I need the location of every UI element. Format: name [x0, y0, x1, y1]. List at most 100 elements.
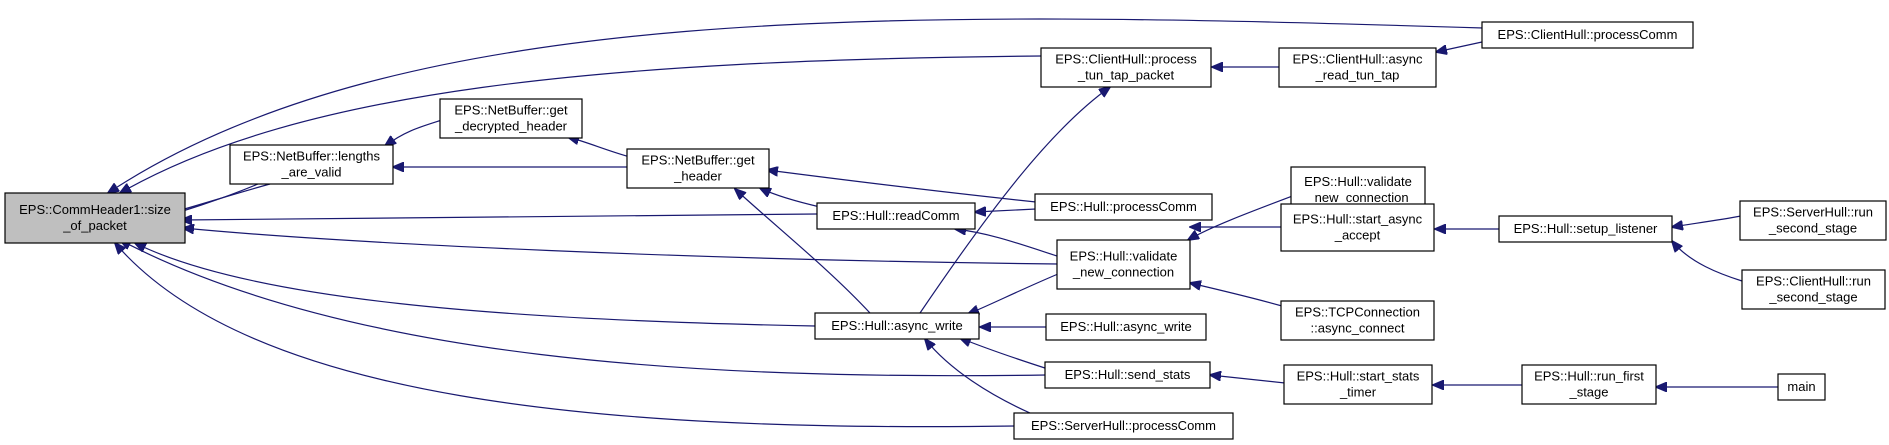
node-ch_ptt[interactable]: EPS::ClientHull::process_tun_tap_packet — [1040, 47, 1212, 88]
edge-h_vnc-to-root — [183, 228, 1059, 265]
node-tcp_ac[interactable]: EPS::TCPConnection::async_connect — [1280, 300, 1435, 341]
edge-h_ss-to-root — [120, 240, 1047, 377]
node-label-line: _second_stage — [1768, 290, 1857, 305]
node-box — [626, 148, 770, 189]
node-box — [1040, 47, 1212, 88]
node-h_pc[interactable]: EPS::Hull::processComm — [1034, 193, 1213, 221]
edge-sh_rss-to-h_sl — [1672, 215, 1742, 227]
node-box — [4, 192, 186, 244]
node-gethdr[interactable]: EPS::NetBuffer::get_header — [626, 148, 770, 189]
node-sh_rss[interactable]: EPS::ServerHull::run_second_stage — [1739, 200, 1887, 241]
node-h_saa[interactable]: EPS::Hull::start_async_accept — [1280, 203, 1435, 252]
edge-sh_pc-to-h_aw — [925, 339, 1031, 414]
node-box — [1056, 239, 1191, 290]
node-box — [1481, 21, 1694, 49]
edge-ch_rss-to-h_sl — [1672, 241, 1743, 282]
node-label-line: EPS::Hull::async_write — [831, 318, 963, 333]
node-label-line: _header — [673, 169, 722, 184]
node-label-line: EPS::ClientHull::run — [1756, 274, 1871, 289]
node-ch_rss[interactable]: EPS::ClientHull::run_second_stage — [1741, 269, 1886, 310]
node-label-line: EPS::NetBuffer::get — [454, 103, 568, 118]
node-label-line: EPS::Hull::send_stats — [1065, 367, 1191, 382]
node-root[interactable]: EPS::CommHeader1::size_of_packet — [4, 192, 186, 244]
edge-ch_pc-to-ch_art — [1436, 41, 1483, 52]
nodes: EPS::CommHeader1::size_of_packet EPS::Net… — [4, 21, 1887, 440]
node-label-line: _second_stage — [1768, 221, 1857, 236]
edge-h_ss-to-h_aw — [960, 338, 1049, 370]
node-getdec[interactable]: EPS::NetBuffer::get_decrypted_header — [439, 98, 583, 139]
node-label-line: _read_tun_tap — [1315, 68, 1400, 83]
edge-h_pc-to-gethdr — [767, 170, 1037, 203]
node-box — [1741, 269, 1886, 310]
edge-h_aw-to-gethdr — [735, 189, 871, 314]
node-h_ss[interactable]: EPS::Hull::send_stats — [1044, 361, 1211, 389]
node-label-line: EPS::CommHeader1::size — [19, 202, 171, 217]
node-label-line: EPS::Hull::validate — [1070, 249, 1178, 264]
node-h_read[interactable]: EPS::Hull::readComm — [816, 202, 976, 230]
edge-tcp_ac-to-h_vnc — [1190, 283, 1283, 307]
node-h_rfs[interactable]: EPS::Hull::run_first_stage — [1521, 364, 1657, 405]
edges — [108, 18, 1778, 428]
node-label-line: _tun_tap_packet — [1077, 68, 1175, 83]
node-box — [1521, 364, 1657, 405]
node-h_aw[interactable]: EPS::Hull::async_write — [814, 312, 980, 340]
node-label-line: EPS::TCPConnection — [1295, 305, 1420, 320]
node-label-line: main — [1787, 379, 1815, 394]
node-box — [229, 144, 394, 185]
node-box — [1045, 313, 1207, 341]
node-label-line: EPS::ClientHull::process — [1055, 52, 1197, 67]
node-label-line: EPS::Hull::async_write — [1060, 319, 1192, 334]
edge-sh_pc-to-root — [115, 243, 1016, 428]
edge-h_vnc2-to-h_vnc — [1188, 194, 1296, 240]
node-box — [1280, 300, 1435, 341]
node-label-line: EPS::ClientHull::async — [1292, 52, 1423, 67]
node-label-line: _new_connection — [1072, 265, 1174, 280]
node-h_vnc[interactable]: EPS::Hull::validate_new_connection — [1056, 239, 1191, 290]
edge-h_pc-to-h_read — [975, 209, 1037, 212]
node-box — [1280, 203, 1435, 252]
edge-h_read-to-gethdr — [760, 188, 821, 208]
edge-gethdr-to-getdec — [568, 137, 631, 158]
node-box — [1034, 193, 1213, 221]
node-label-line: _are_valid — [281, 165, 342, 180]
node-label-line: EPS::ClientHull::processComm — [1498, 27, 1678, 42]
node-ch_art[interactable]: EPS::ClientHull::async_read_tun_tap — [1278, 47, 1437, 88]
node-box — [439, 98, 583, 139]
node-sh_pc[interactable]: EPS::ServerHull::processComm — [1013, 412, 1234, 440]
edge-h_aw-to-ch_ptt — [919, 87, 1110, 314]
node-box — [1739, 200, 1887, 241]
node-h_sst[interactable]: EPS::Hull::start_stats_timer — [1283, 364, 1433, 405]
node-box — [1283, 364, 1433, 405]
node-label-line: _accept — [1334, 228, 1381, 243]
edge-getdec-to-lengths — [385, 119, 443, 146]
node-lengths[interactable]: EPS::NetBuffer::lengths_are_valid — [229, 144, 394, 185]
edge-ch_pc-to-root — [108, 18, 1484, 193]
node-label-line: _decrypted_header — [454, 119, 568, 134]
node-ch_pc[interactable]: EPS::ClientHull::processComm — [1481, 21, 1694, 49]
node-label-line: EPS::ServerHull::run — [1753, 205, 1873, 220]
node-box — [816, 202, 976, 230]
node-box — [1278, 47, 1437, 88]
node-label-line: _of_packet — [62, 218, 127, 233]
node-label-line: EPS::Hull::processComm — [1050, 199, 1197, 214]
node-label-line: _new_connection — [1306, 190, 1408, 205]
node-h_aw2[interactable]: EPS::Hull::async_write — [1045, 313, 1207, 341]
node-box — [814, 312, 980, 340]
edge-h_vnc-to-h_aw — [968, 273, 1059, 314]
node-label-line: EPS::NetBuffer::get — [641, 153, 755, 168]
node-label-line: EPS::Hull::setup_listener — [1514, 221, 1658, 236]
edge-h_read-to-root — [181, 213, 818, 220]
node-h_sl[interactable]: EPS::Hull::setup_listener — [1498, 215, 1673, 243]
edge-h_vnc-to-h_read — [955, 229, 1061, 258]
node-label-line: _timer — [1339, 385, 1377, 400]
edge-h_sst-to-h_ss — [1210, 375, 1286, 384]
node-box — [1498, 215, 1673, 243]
node-label-line: _stage — [1568, 385, 1608, 400]
node-box — [1777, 373, 1826, 401]
edge-h_aw-to-root — [135, 243, 816, 327]
node-label-line: EPS::Hull::validate — [1304, 174, 1412, 189]
node-label-line: ::async_connect — [1311, 321, 1405, 336]
node-label-line: EPS::Hull::start_async — [1293, 212, 1423, 227]
node-main[interactable]: main — [1777, 373, 1826, 401]
node-label-line: EPS::NetBuffer::lengths — [243, 149, 381, 164]
